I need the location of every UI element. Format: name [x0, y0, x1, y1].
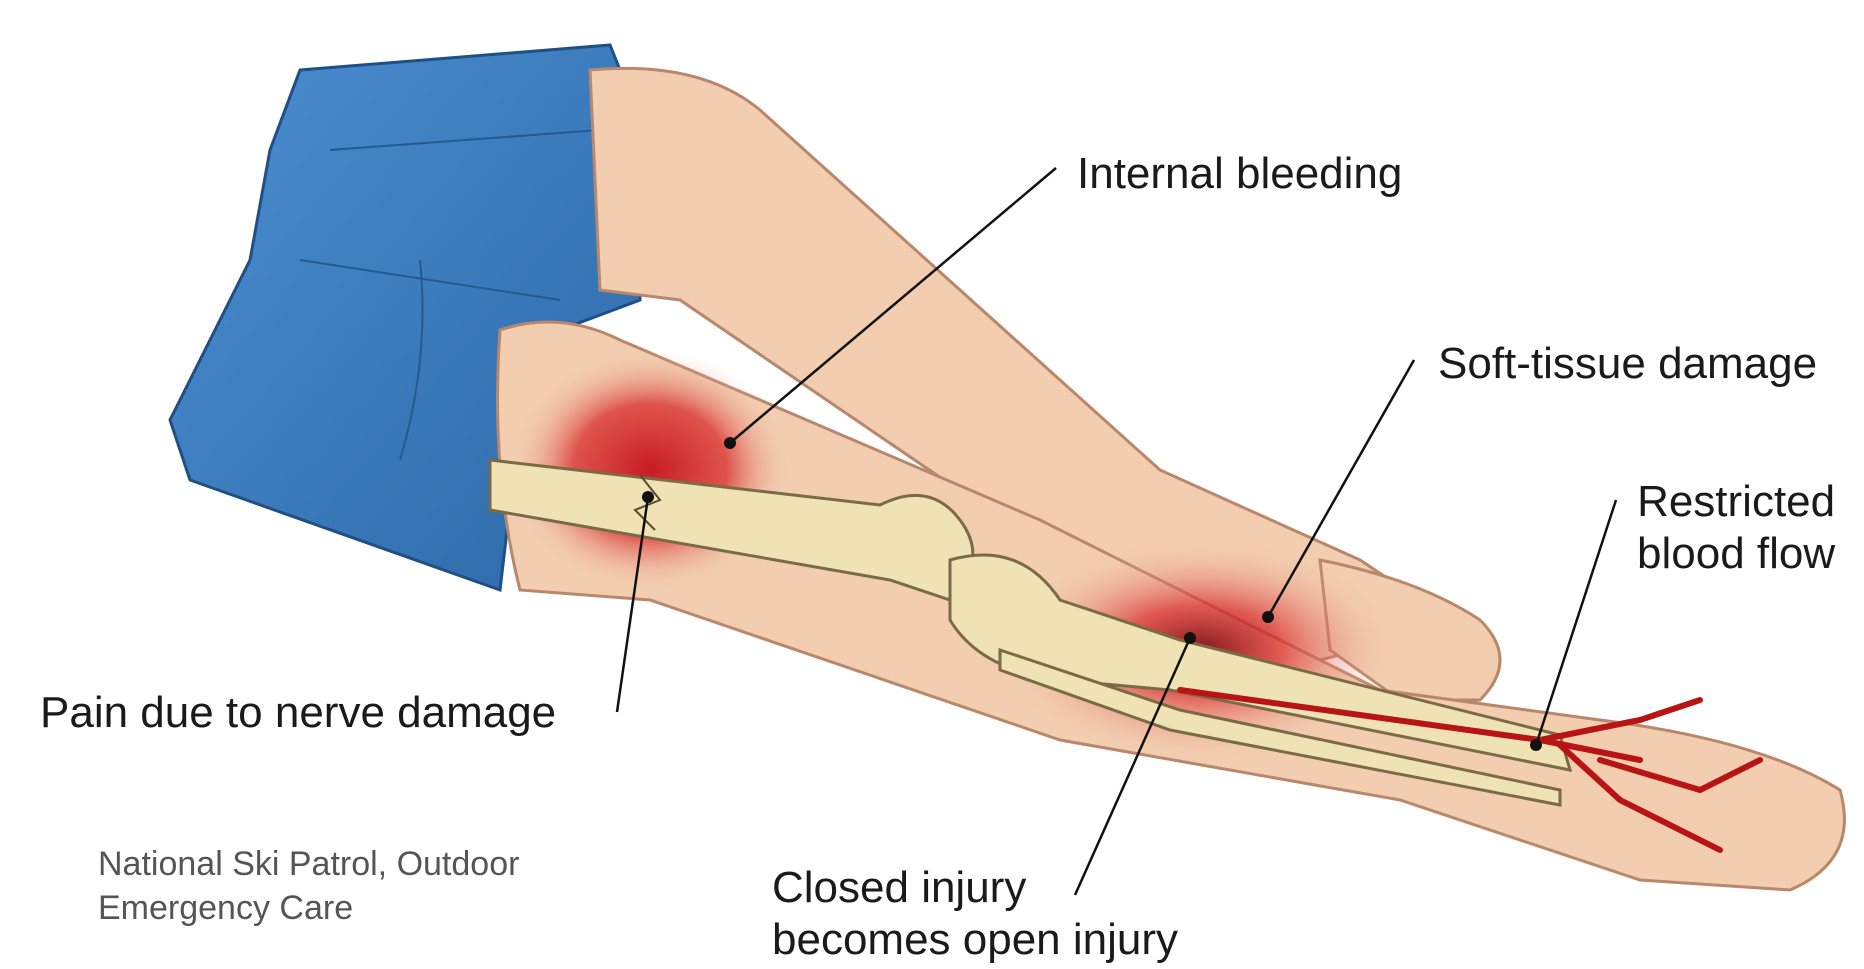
label-restricted-blood-flow: Restricted blood flow [1637, 476, 1835, 580]
label-closed-line1: Closed injury [772, 862, 1178, 914]
label-closed-line2: becomes open injury [772, 914, 1178, 966]
label-internal-bleeding: Internal bleeding [1077, 148, 1402, 200]
label-soft-tissue-damage: Soft-tissue damage [1438, 338, 1817, 390]
label-closed-injury: Closed injury becomes open injury [772, 862, 1178, 966]
credit-line1: National Ski Patrol, Outdoor [98, 842, 519, 886]
leader-restricted-flow [1536, 500, 1616, 745]
credit-line2: Emergency Care [98, 886, 519, 930]
label-restricted-line1: Restricted [1637, 476, 1835, 528]
label-pain-nerve-damage: Pain due to nerve damage [40, 687, 556, 739]
label-restricted-line2: blood flow [1637, 528, 1835, 580]
image-credit: National Ski Patrol, Outdoor Emergency C… [98, 842, 519, 930]
